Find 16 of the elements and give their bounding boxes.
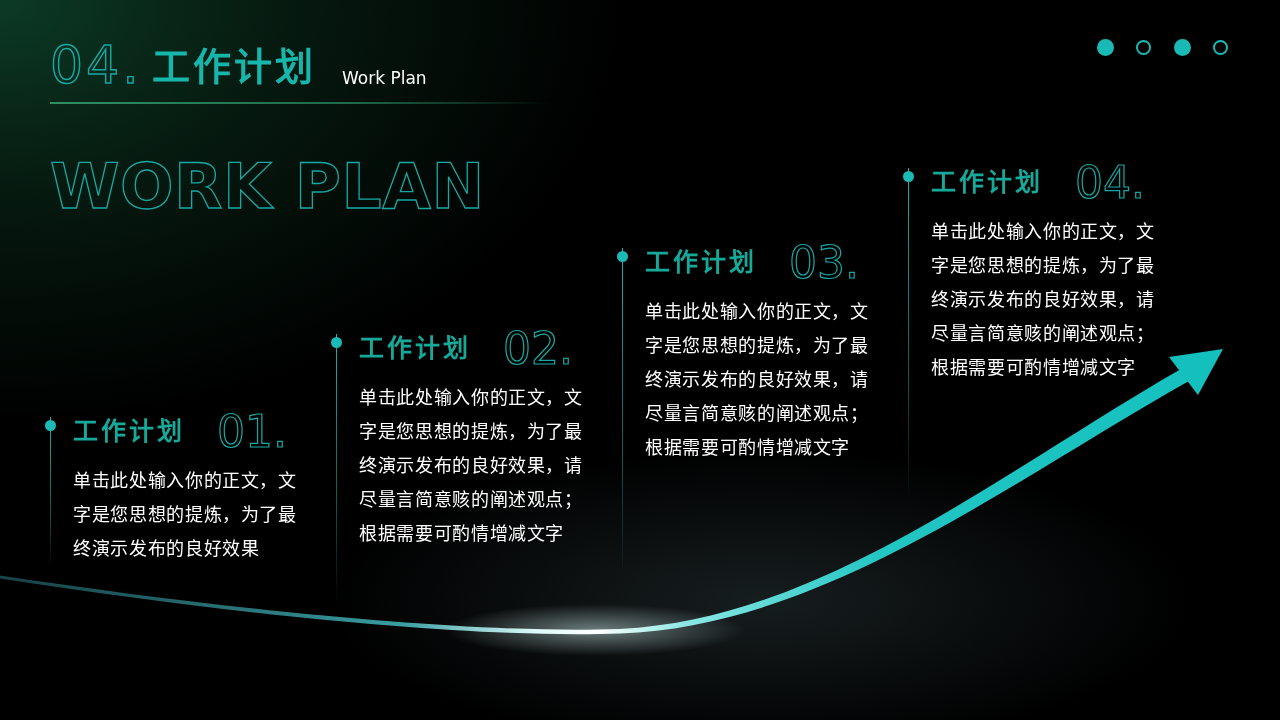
step-number: 04.	[1075, 161, 1145, 205]
step-number: 03.	[789, 241, 859, 285]
step-number: 02.	[503, 327, 573, 371]
step-description: 单击此处输入你的正文，文字是您思想的提炼，为了最终演示发布的良好效果	[73, 469, 298, 561]
subtitle: Work Plan	[342, 67, 427, 90]
step-heading: 工作计划	[931, 168, 1043, 198]
step-description: 单击此处输入你的正文，文字是您思想的提炼，为了最终演示发布的良好效果，请尽量言简意赅的阐述观点；根据需要可酌情增减文字	[645, 300, 870, 460]
step-description: 单击此处输入你的正文，文字是您思想的提炼，为了最终演示发布的良好效果，请尽量言简意赅的阐述观点；根据需要可酌情增减文字	[359, 386, 584, 546]
step-number: 01.	[217, 410, 287, 454]
step-heading: 工作计划	[73, 417, 185, 447]
step-heading: 工作计划	[645, 248, 757, 278]
slide-title: 工作计划	[152, 43, 316, 91]
outlined-heading: WORK PLAN	[50, 149, 485, 225]
step-description: 单击此处输入你的正文，文字是您思想的提炼，为了最终演示发布的良好效果，请尽量言简意赅的阐述观点；根据需要可酌情增减文字	[931, 220, 1156, 380]
step-heading: 工作计划	[359, 334, 471, 364]
section-number: 04.	[50, 36, 142, 94]
